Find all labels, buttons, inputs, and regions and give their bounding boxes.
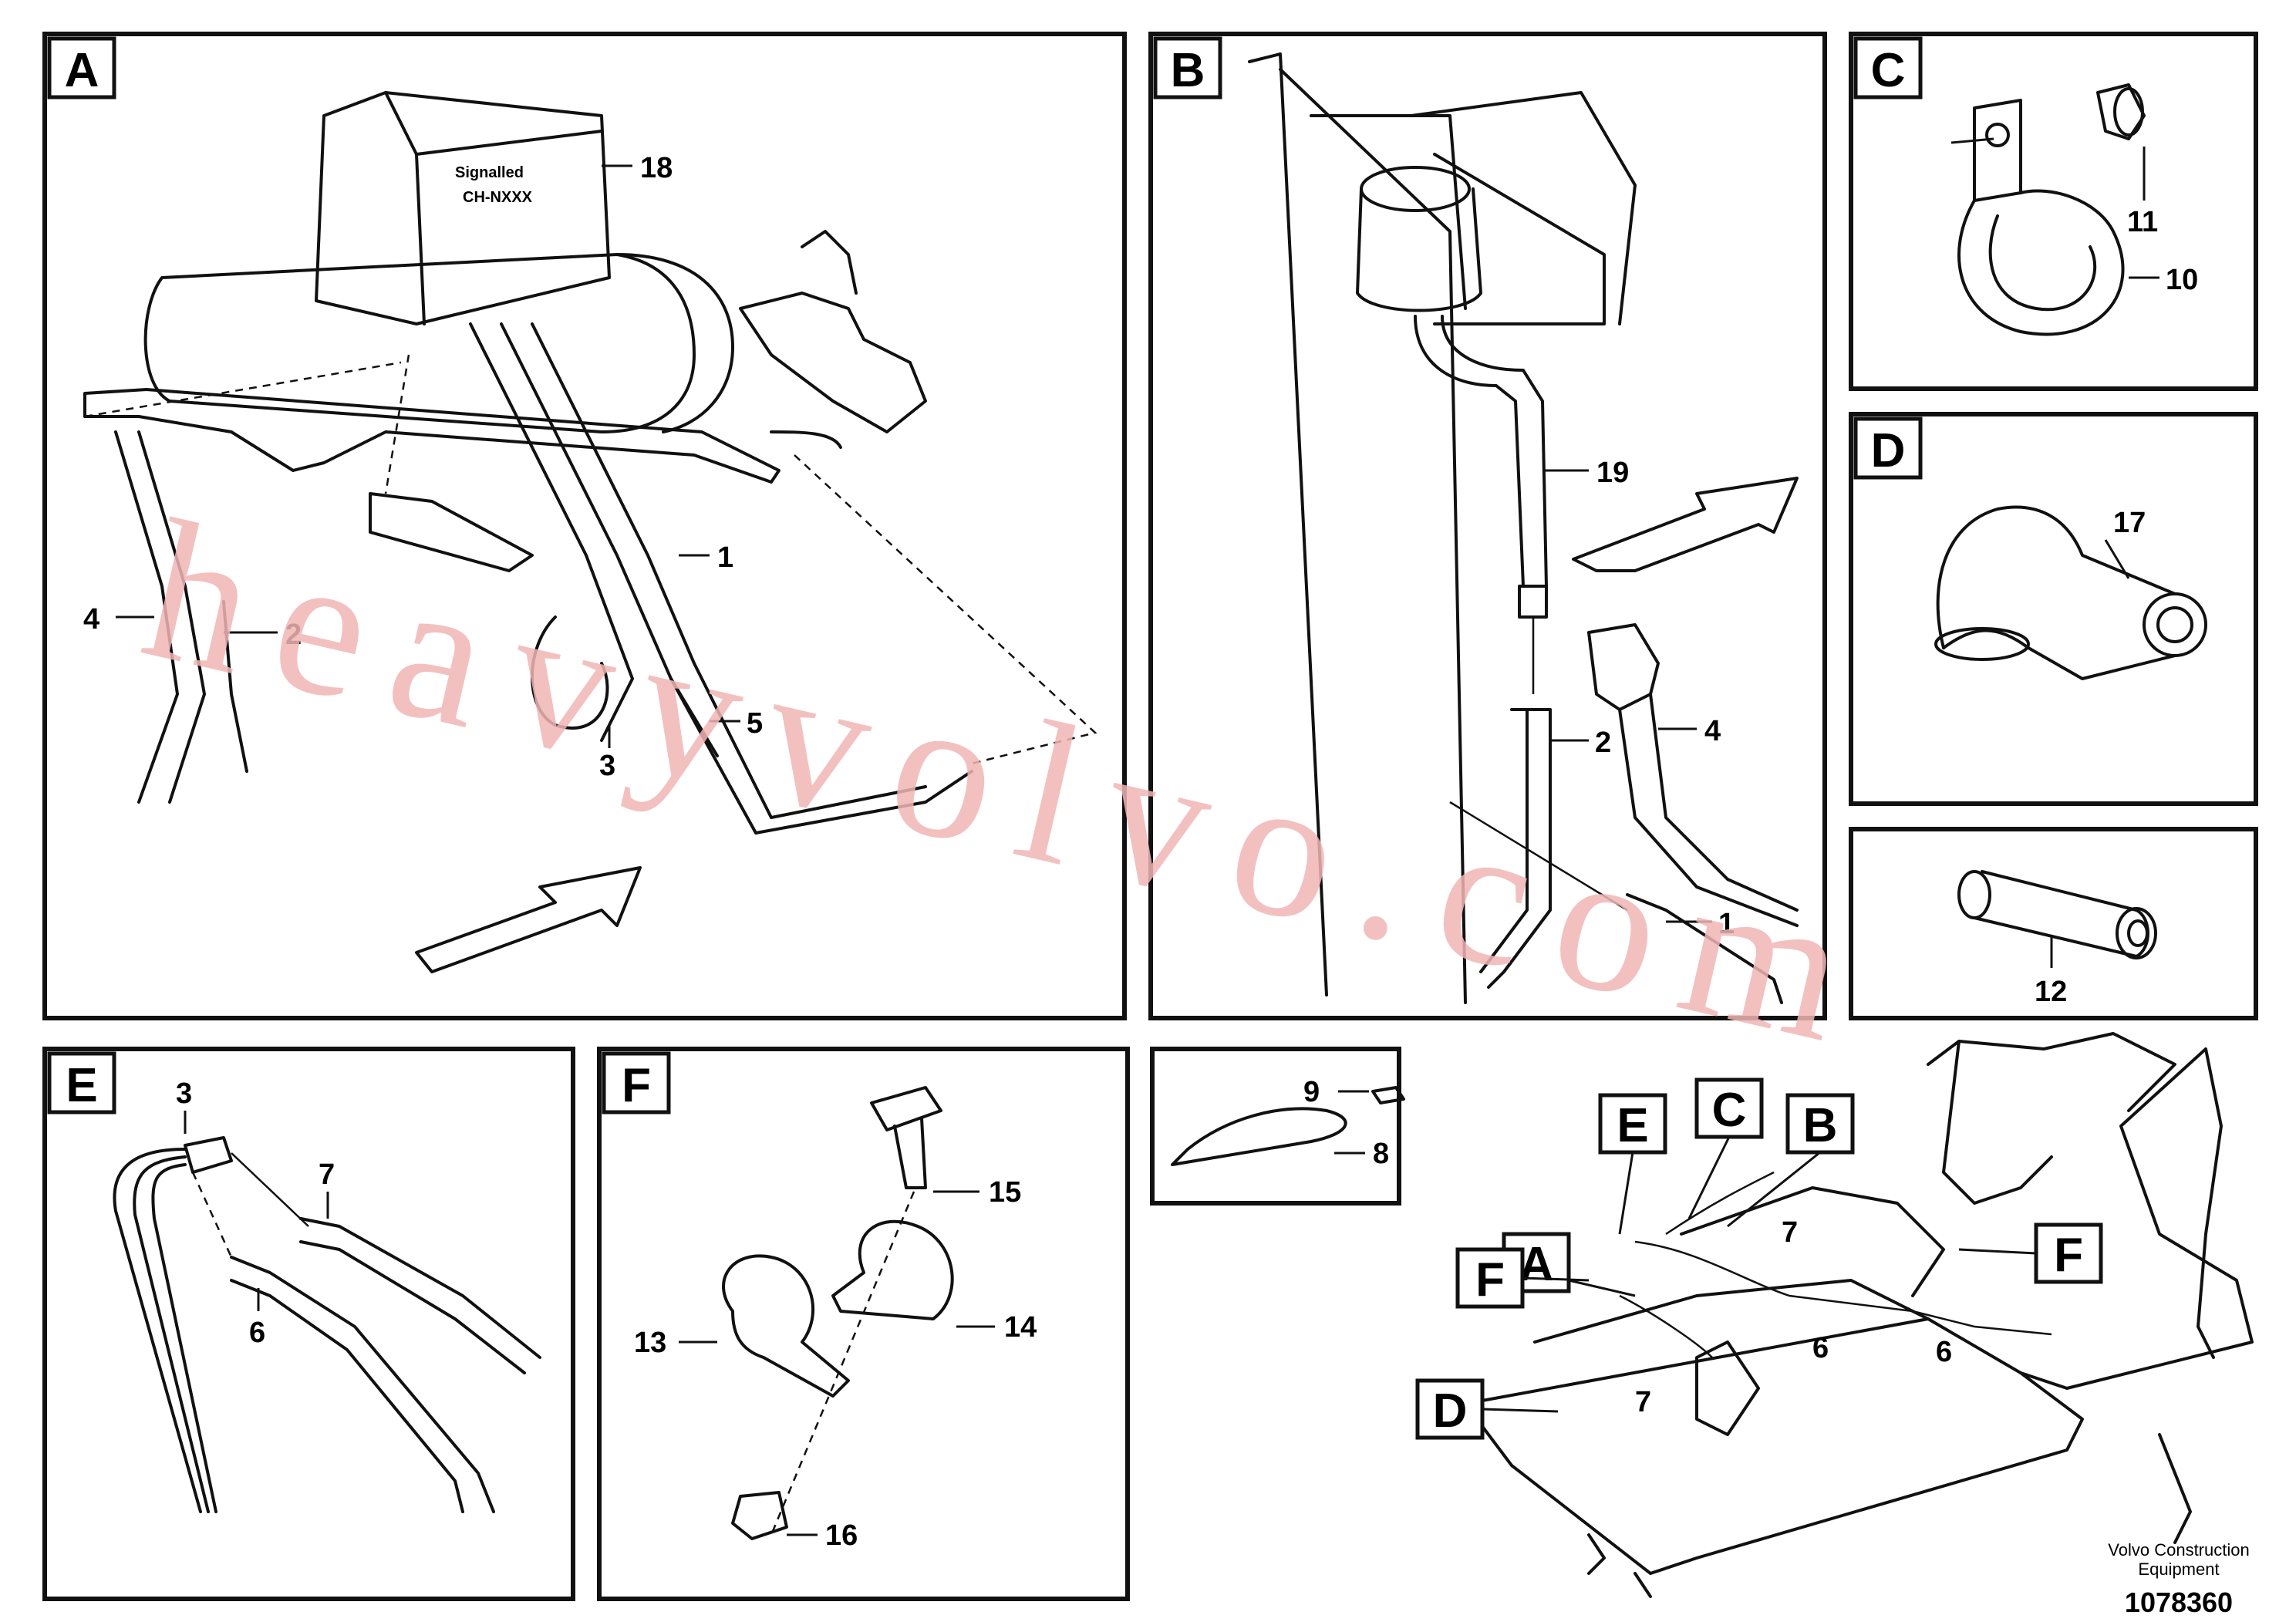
box-label-2: CH-NXXX [463, 189, 533, 206]
callout-d-17: 17 [2113, 507, 2146, 539]
callout-b-19: 19 [1596, 457, 1629, 489]
panel-e: E 3 7 6 [42, 1047, 575, 1601]
overview-callout-6-right: 6 [1936, 1336, 1952, 1368]
callout-tie-8: 8 [1373, 1138, 1389, 1170]
callout-f-15: 15 [989, 1176, 1021, 1209]
overview-callout-7-bottom: 7 [1635, 1386, 1651, 1418]
panel-d-letter: D [1871, 424, 1906, 477]
overview-callout-7-top: 7 [1782, 1216, 1798, 1249]
footer: Volvo Construction Equipment 1078360 [2108, 1540, 2249, 1618]
overview-a[interactable]: A [1519, 1238, 1554, 1291]
callout-a-1: 1 [717, 541, 733, 574]
panel-b: B 19 2 4 1 [1148, 32, 1827, 1020]
overview-callout-6-left: 6 [1812, 1332, 1829, 1364]
overview-e[interactable]: E [1617, 1099, 1648, 1152]
panel-a: A Signalled CH-NXXX [42, 32, 1127, 1020]
callout-c-11: 11 [2127, 206, 2158, 238]
brand-line-1: Volvo Construction [2108, 1540, 2249, 1560]
callout-e-7: 7 [319, 1158, 335, 1191]
panel-e-letter: E [66, 1059, 97, 1112]
callout-a-4: 4 [83, 603, 99, 636]
callout-a-18: 18 [640, 152, 673, 184]
callout-a-3: 3 [599, 750, 615, 782]
callout-a-5: 5 [747, 707, 763, 740]
overview-f-right[interactable]: F [2054, 1229, 2083, 1282]
callout-c-10: 10 [2166, 264, 2198, 296]
callout-f-13: 13 [634, 1327, 666, 1359]
control-box: Signalled CH-NXXX [315, 91, 611, 325]
callout-a-2: 2 [285, 619, 302, 651]
box-label-1: Signalled [455, 164, 524, 181]
callout-b-4: 4 [1704, 715, 1721, 747]
callout-b-1: 1 [1718, 908, 1735, 940]
callout-e-6: 6 [249, 1317, 265, 1349]
panel-sleeve: 12 [1849, 827, 2258, 1020]
overview-b[interactable]: B [1803, 1099, 1838, 1152]
callout-f-14: 14 [1004, 1311, 1037, 1344]
callout-f-16: 16 [825, 1519, 858, 1552]
overview-c[interactable]: C [1712, 1084, 1747, 1137]
panel-a-letter: A [65, 44, 99, 97]
overview-d[interactable]: D [1433, 1384, 1468, 1438]
panel-c-letter: C [1871, 44, 1906, 97]
callout-b-2: 2 [1595, 727, 1611, 759]
panel-f-letter: F [622, 1059, 651, 1112]
panel-cable-tie: 9 8 [1150, 1047, 1405, 1206]
brand-line-2: Equipment [2138, 1560, 2219, 1579]
panel-c: C 11 10 [1849, 32, 2258, 391]
drawing-number: 1078360 [2125, 1587, 2233, 1618]
callout-sleeve-12: 12 [2035, 976, 2067, 1008]
panel-b-letter: B [1171, 44, 1205, 97]
callout-e-3: 3 [176, 1077, 192, 1110]
callout-tie-9: 9 [1303, 1076, 1320, 1108]
overview-f-left[interactable]: F [1475, 1253, 1505, 1307]
panel-f: F 15 14 13 16 [597, 1047, 1130, 1601]
machine-overview: A E C B F F D 7 7 6 6 [1415, 1032, 2254, 1598]
panel-d: D 17 [1849, 412, 2258, 806]
